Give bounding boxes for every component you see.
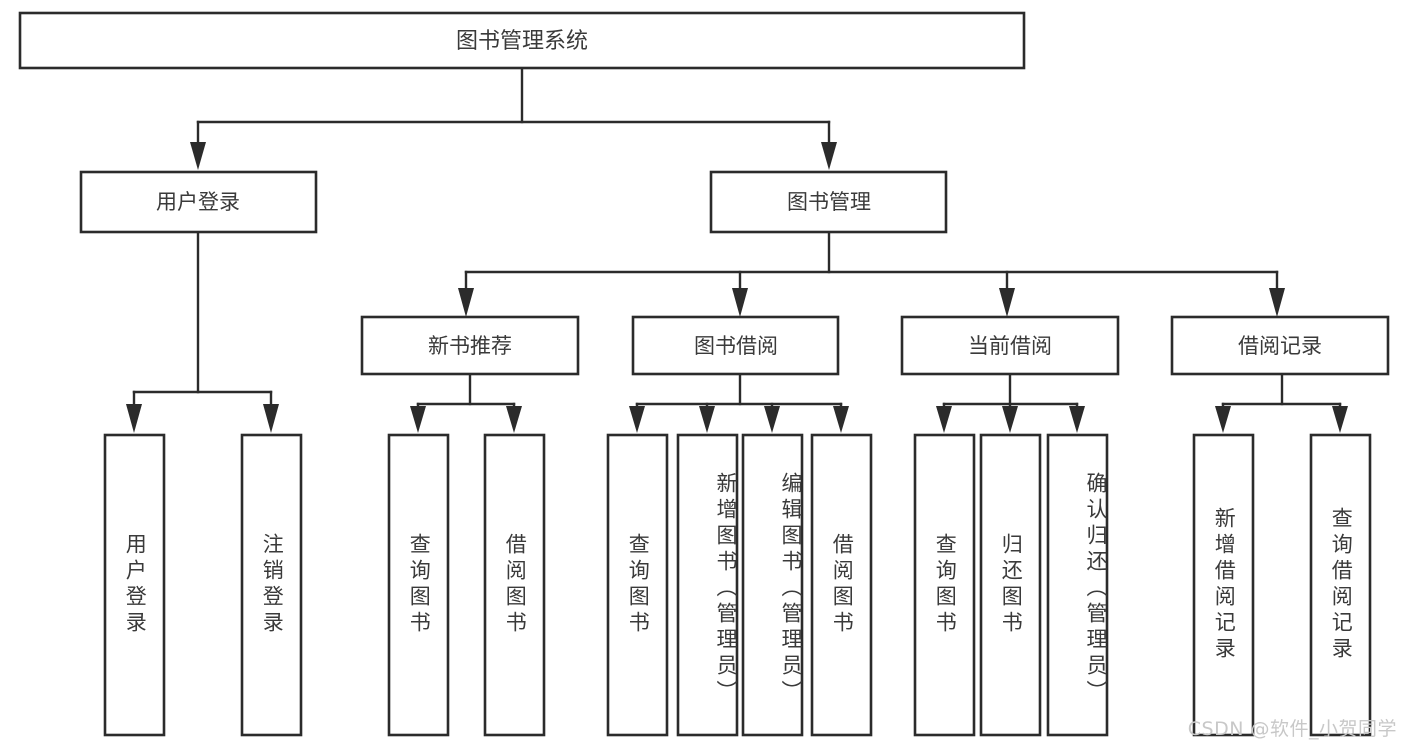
connector-group-book-borrow: [629, 372, 849, 433]
connector-group-root: [190, 66, 837, 170]
node-leaf-borrow-book-1-box[interactable]: [483, 433, 546, 737]
arrowhead-user-login: [190, 142, 206, 170]
arrowhead-leaf-query-book-2: [629, 406, 645, 433]
node-user-login-box[interactable]: [79, 170, 318, 234]
node-book-borrow[interactable]: 图书借阅: [631, 315, 840, 376]
node-leaf-query-book-1-box[interactable]: [387, 433, 450, 737]
arrowhead-leaf-edit-book: [764, 406, 780, 433]
node-new-book-rec-label: 新书推荐: [428, 334, 512, 358]
connector-group-book-manage: [458, 230, 1285, 317]
node-leaf-query-book-3-box[interactable]: [913, 433, 976, 737]
arrowhead-leaf-user-login: [126, 404, 142, 433]
node-leaf-add-record-box[interactable]: [1192, 433, 1255, 737]
node-leaf-return-book-box[interactable]: [979, 433, 1042, 737]
node-borrow-record-box[interactable]: [1170, 315, 1390, 376]
connector-group-current-borrow: [936, 372, 1085, 433]
node-current-borrow[interactable]: 当前借阅: [900, 315, 1120, 376]
arrowhead-leaf-confirm-return: [1069, 406, 1085, 433]
node-user-login[interactable]: 用户登录: [79, 170, 318, 234]
node-user-login-label: 用户登录: [156, 190, 240, 214]
arrowhead-leaf-query-book-3: [936, 406, 952, 433]
arrowhead-leaf-add-book: [699, 406, 715, 433]
node-book-borrow-box[interactable]: [631, 315, 840, 376]
arrowhead-leaf-add-record: [1215, 406, 1231, 433]
node-leaf-query-book-2-box[interactable]: [606, 433, 669, 737]
node-leaf-edit-book-box[interactable]: [741, 433, 804, 737]
node-book-manage-box[interactable]: [709, 170, 948, 234]
node-leaf-borrow-book-2-box[interactable]: [810, 433, 873, 737]
node-leaf-confirm-return-box[interactable]: [1046, 433, 1109, 737]
connector-group-borrow-record: [1215, 372, 1348, 433]
arrowhead-leaf-logout-login: [263, 404, 279, 433]
arrowhead-leaf-borrow-book-1: [506, 406, 522, 433]
connector-group-new-book-rec: [410, 372, 522, 433]
node-current-borrow-box[interactable]: [900, 315, 1120, 376]
connector-group-user-login: [126, 230, 279, 433]
node-leaf-add-book-box[interactable]: [676, 433, 739, 737]
arrowhead-borrow-record: [1269, 288, 1285, 317]
node-leaf-user-login-box[interactable]: [103, 433, 166, 737]
arrowhead-leaf-query-book-1: [410, 406, 426, 433]
node-book-manage[interactable]: 图书管理: [709, 170, 948, 234]
arrowhead-book-manage: [821, 142, 837, 170]
arrowhead-new-book-rec: [458, 288, 474, 317]
node-title[interactable]: 图书管理系统: [18, 11, 1026, 70]
arrowhead-leaf-borrow-book-2: [833, 406, 849, 433]
node-leaf-query-record-box[interactable]: [1309, 433, 1372, 737]
arrowhead-leaf-query-record: [1332, 406, 1348, 433]
node-borrow-record-label: 借阅记录: [1238, 334, 1322, 358]
watermark-text: CSDN @软件_小贺同学: [1187, 718, 1397, 740]
node-borrow-record[interactable]: 借阅记录: [1170, 315, 1390, 376]
node-current-borrow-label: 当前借阅: [968, 334, 1052, 358]
node-new-book-rec-box[interactable]: [360, 315, 580, 376]
node-title-label: 图书管理系统: [456, 29, 588, 54]
arrowhead-leaf-return-book: [1002, 406, 1018, 433]
node-book-manage-label: 图书管理: [787, 190, 871, 214]
node-leaf-logout-login-box[interactable]: [240, 433, 303, 737]
node-book-borrow-label: 图书借阅: [694, 334, 778, 358]
arrowhead-book-borrow: [732, 288, 748, 317]
arrowhead-current-borrow: [999, 288, 1015, 317]
node-title-box[interactable]: [18, 11, 1026, 70]
node-new-book-rec[interactable]: 新书推荐: [360, 315, 580, 376]
